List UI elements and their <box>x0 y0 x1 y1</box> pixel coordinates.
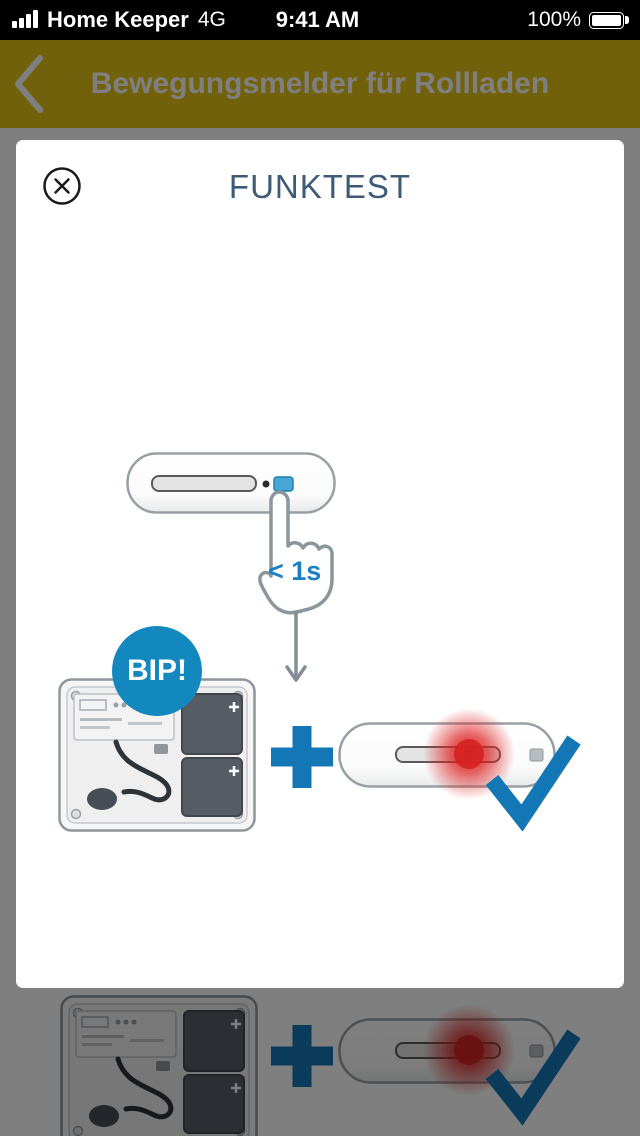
remote-led-illustration <box>338 706 556 802</box>
remote-illustration <box>126 452 336 514</box>
status-bar: Home Keeper 4G 9:41 AM 100% <box>0 0 640 40</box>
funktest-illustration <box>16 452 624 988</box>
down-arrow-icon <box>285 610 307 682</box>
modal-title: FUNKTEST <box>228 168 412 205</box>
remote-button <box>273 476 294 492</box>
tap-hand-icon <box>258 490 334 615</box>
press-duration-label: < 1s <box>268 556 322 586</box>
plus-icon <box>271 726 333 788</box>
close-circle-icon <box>43 167 81 205</box>
network-type-label: 4G <box>197 8 226 31</box>
battery-icon <box>589 11 629 29</box>
signal-strength-icon <box>12 10 38 29</box>
battery-percent-label: 100% <box>527 8 581 31</box>
clock-label: 9:41 AM <box>275 7 360 32</box>
bip-sound-badge: BIP! <box>112 626 202 716</box>
funktest-modal: FUNKTEST BIP! < 1s <box>16 140 624 988</box>
carrier-label: Home Keeper <box>47 7 189 32</box>
close-button[interactable] <box>42 166 82 206</box>
